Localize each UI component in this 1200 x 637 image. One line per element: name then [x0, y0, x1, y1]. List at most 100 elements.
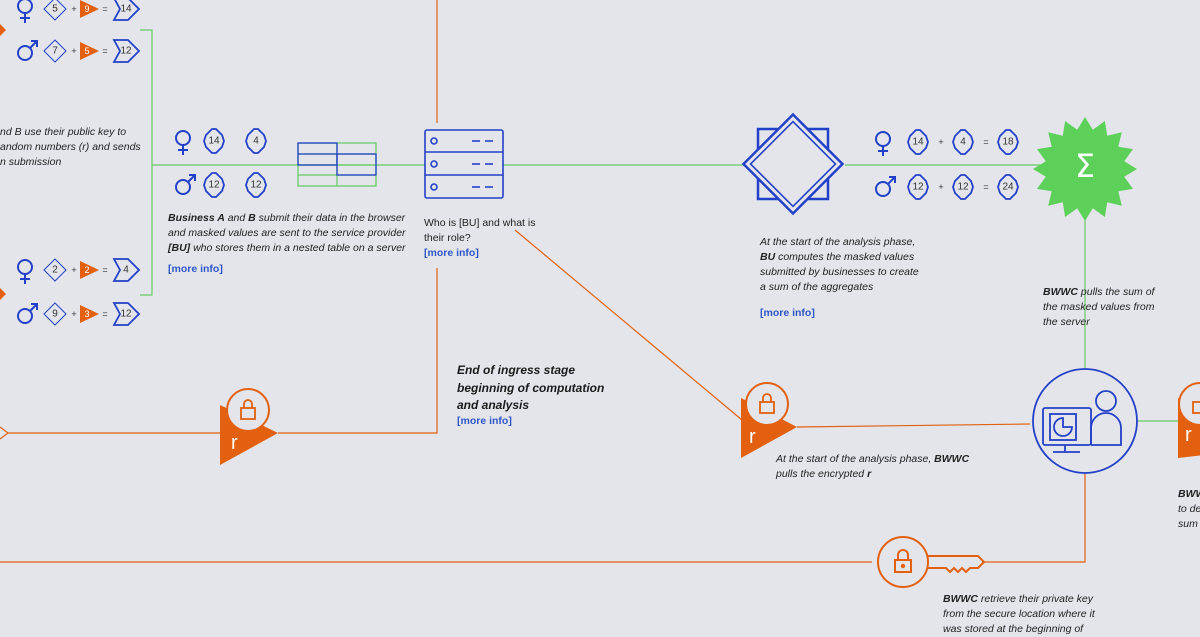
- svg-text:7: 7: [52, 46, 58, 57]
- female-icon: [17, 259, 33, 284]
- right-eq-2: 12 +12 = 24: [875, 174, 1019, 200]
- mask-value-triangle: 2: [80, 261, 99, 279]
- left-cut-description: nd B use their public key to andom numbe…: [0, 126, 141, 168]
- result-badge: 4: [112, 258, 141, 282]
- encrypted-r-icon-middle: r: [741, 382, 797, 458]
- female-icon: [17, 0, 33, 23]
- orange-diagonal: [514, 229, 743, 421]
- svg-text:=: =: [102, 46, 107, 56]
- svg-text:14: 14: [208, 136, 220, 147]
- equations: 5 +9 = 14 7 +5 = 12 2 +2 = 4 9 +3 = 12 14 +4 = 18 12 +12 = 24: [17, 0, 1019, 326]
- more-info-submit-link[interactable]: [more info]: [168, 263, 223, 275]
- orange-to-person: [796, 423, 1031, 428]
- male-icon: [875, 176, 896, 197]
- left-eq-1: 5+9=14: [17, 0, 141, 23]
- business-b: B: [248, 212, 256, 224]
- result-badge: 12: [112, 39, 141, 63]
- svg-text:5: 5: [52, 4, 58, 15]
- service-provider-bu: [BU]: [168, 242, 191, 254]
- svg-text:4: 4: [123, 265, 129, 276]
- encrypted-r-letter: r: [867, 468, 872, 480]
- value-diamond: 2: [43, 258, 67, 282]
- server-icon: [424, 129, 504, 199]
- value-diamond: 7: [43, 39, 67, 63]
- submit-body: submit their data in the browser and mas…: [168, 212, 406, 239]
- svg-text:=: =: [983, 182, 988, 192]
- masked-value-badge: 12: [952, 174, 974, 200]
- svg-text:9: 9: [84, 4, 89, 14]
- left-eq-2: 7 +5 = 12: [17, 39, 141, 63]
- analysis-bu: BU: [760, 251, 776, 263]
- submitted-pairs: 14 4 12 12: [175, 128, 267, 198]
- submit-tail: who stores them in a nested table on a s…: [190, 242, 406, 254]
- right-cut-body: to de sum: [1178, 503, 1200, 530]
- right-eq-1: 14 +4 = 18: [875, 129, 1019, 156]
- sum-value-badge: 24: [997, 174, 1019, 200]
- svg-text:=: =: [983, 137, 988, 147]
- male-icon: [175, 174, 196, 195]
- svg-text:+: +: [71, 4, 76, 14]
- bwwc-label-2: BWWC: [934, 453, 970, 465]
- female-icon: [175, 130, 191, 155]
- masked-value-badge: 12: [907, 174, 929, 200]
- business-a: Business A: [168, 212, 225, 224]
- svg-text:4: 4: [960, 137, 966, 148]
- svg-text:Σ: Σ: [1075, 147, 1095, 185]
- svg-text:=: =: [102, 265, 107, 275]
- svg-text:+: +: [71, 46, 76, 56]
- bwwc-pulls-sum-description: BWWC pulls the sum of the masked values …: [1043, 285, 1154, 330]
- svg-text:5: 5: [84, 46, 89, 56]
- submitted-pair-2: 12 12: [175, 172, 267, 198]
- result-badge: 14: [112, 0, 141, 21]
- value-diamond: 9: [43, 302, 67, 326]
- right-cut-description: BWWto de sum: [1178, 487, 1200, 532]
- orange-key-line: [982, 468, 1086, 563]
- masked-value-badge: 14: [203, 128, 225, 154]
- computation-star-icon: [741, 112, 845, 216]
- more-info-analysis-link[interactable]: [more info]: [760, 307, 815, 319]
- masked-value-badge: 14: [907, 129, 929, 155]
- analysis-description: At the start of the analysis phase,BU co…: [760, 235, 919, 295]
- svg-text:=: =: [102, 309, 107, 319]
- sum-sigma-icon: Σ: [1033, 117, 1137, 221]
- svg-text:12: 12: [912, 182, 924, 193]
- masked-value-badge: 4: [952, 129, 974, 155]
- svg-text:3: 3: [84, 309, 89, 319]
- bwwc-label-1: BWWC: [1043, 286, 1078, 298]
- analysis-intro: At the start of the analysis phase,: [760, 236, 916, 248]
- mask-value-triangle: 5: [80, 42, 99, 60]
- submitted-pair-1: 14 4: [175, 128, 267, 155]
- bwwc-label-3: BWWC: [943, 593, 978, 605]
- svg-text:14: 14: [120, 4, 132, 15]
- svg-text:+: +: [938, 137, 943, 147]
- left-eq-4: 9 +3 = 12: [17, 302, 141, 326]
- svg-text:9: 9: [52, 309, 58, 320]
- masked-value-badge: 4: [245, 128, 267, 154]
- svg-text:4: 4: [253, 136, 259, 147]
- svg-text:24: 24: [1002, 182, 1014, 193]
- left-orange-arrow-end: [0, 426, 9, 440]
- svg-text:18: 18: [1002, 137, 1014, 148]
- svg-text:14: 14: [912, 137, 924, 148]
- left-orange-tick-1: [0, 24, 6, 36]
- svg-text:r: r: [749, 426, 756, 448]
- encrypted-r-icon-left: r: [220, 388, 278, 465]
- svg-text:+: +: [938, 182, 943, 192]
- more-info-ingress-link[interactable]: [more info]: [457, 415, 512, 427]
- encrypted-r-description: At the start of the analysis phase, BWWC…: [776, 452, 969, 482]
- end-ingress-heading: End of ingress stage beginning of comput…: [457, 363, 605, 412]
- result-badge: 12: [112, 302, 141, 326]
- svg-text:2: 2: [52, 265, 58, 276]
- nested-table-icon: [297, 142, 377, 187]
- male-icon: [17, 303, 38, 324]
- bwwc-pulls-body: pulls the sum of the masked values from …: [1043, 286, 1155, 328]
- masked-value-badge: 12: [203, 172, 225, 198]
- encrypted-r-intro: At the start of the analysis phase,: [776, 453, 935, 465]
- who-is-bu-question: Who is [BU] and what is their role?: [424, 217, 536, 244]
- more-info-bu-link[interactable]: [more info]: [424, 247, 479, 259]
- masked-value-badge: 12: [245, 172, 267, 198]
- svg-text:2: 2: [84, 265, 89, 275]
- svg-text:r: r: [231, 432, 238, 454]
- svg-text:+: +: [71, 309, 76, 319]
